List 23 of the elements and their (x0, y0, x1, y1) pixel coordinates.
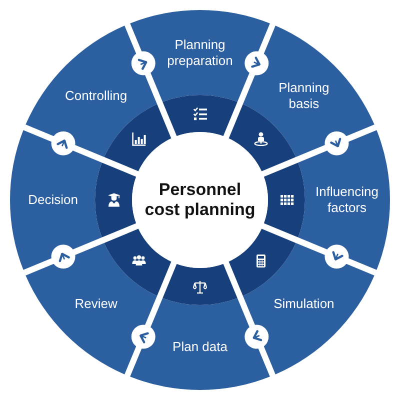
segment-label: Review (74, 296, 118, 312)
chevron-arrow (324, 131, 349, 156)
chevron-arrow (131, 324, 156, 349)
ring-segment (226, 226, 376, 376)
chevron-arrow (131, 51, 156, 76)
segment-label: Planning preparation (166, 37, 234, 69)
ring-segment (24, 226, 174, 376)
segment-label: Decision (28, 192, 78, 208)
chevron-arrow (244, 324, 269, 349)
chevron-arrow (51, 131, 76, 156)
chevron-arrow (51, 244, 76, 269)
chevron-arrow (324, 244, 349, 269)
center-title: Personnel cost planning (144, 180, 256, 220)
ring-segment (10, 127, 138, 273)
segment-label: Plan data (172, 339, 228, 355)
ring-segment (262, 127, 390, 273)
segment-label: Planning basis (278, 80, 330, 112)
segment-label: Controlling (64, 88, 128, 104)
chevron-arrow (244, 51, 269, 76)
ring-segment (127, 262, 273, 390)
ring-segment (127, 10, 273, 138)
segment-label: Simulation (274, 296, 334, 312)
segment-label: Influencing factors (314, 184, 380, 216)
